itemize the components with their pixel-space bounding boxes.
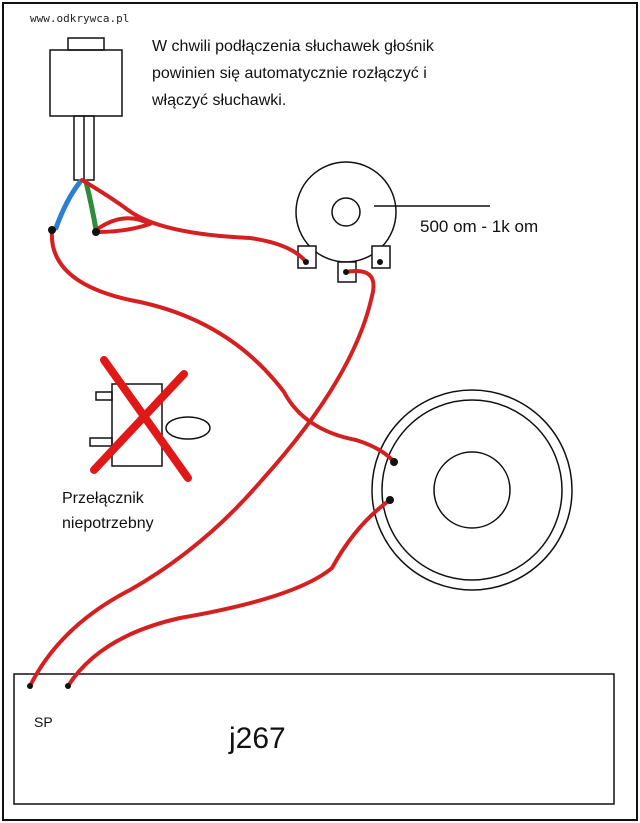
instruction-line: W chwili podłączenia słuchawek głośnik	[152, 38, 434, 55]
instruction-line: włączyć słuchawki.	[152, 92, 287, 109]
switch-note-line: Przełącznik	[62, 490, 144, 507]
wire-speaker-to-board	[66, 498, 392, 688]
headphone-jack-icon	[49, 37, 123, 181]
instruction-note: W chwili podłączenia słuchawek głośnik p…	[152, 33, 592, 114]
wire-jack-to-speaker	[49, 228, 396, 464]
board-sp-label: SP	[34, 714, 53, 730]
wire-jack-loop	[94, 216, 152, 234]
instruction-line: powinien się automatycznie rozłączyć i	[152, 65, 427, 82]
cross-out-mark	[90, 356, 192, 482]
output-board	[13, 673, 615, 805]
switch-note: Przełącznik niepotrzebny	[62, 486, 154, 536]
potentiometer-icon	[295, 161, 490, 283]
watermark-text: www.odkrywca.pl	[30, 12, 130, 25]
potentiometer-value-label: 500 om - 1k om	[420, 217, 539, 236]
jack-wire-blue	[53, 179, 83, 231]
speaker-icon	[371, 389, 573, 591]
jack-wire-green	[83, 179, 99, 233]
terminal-dots	[27, 226, 398, 689]
wire-jack-to-pot	[80, 178, 308, 264]
board-id-label: j267	[229, 722, 286, 755]
wire-pot-to-board	[28, 269, 376, 688]
switch-note-line: niepotrzebny	[62, 515, 154, 532]
